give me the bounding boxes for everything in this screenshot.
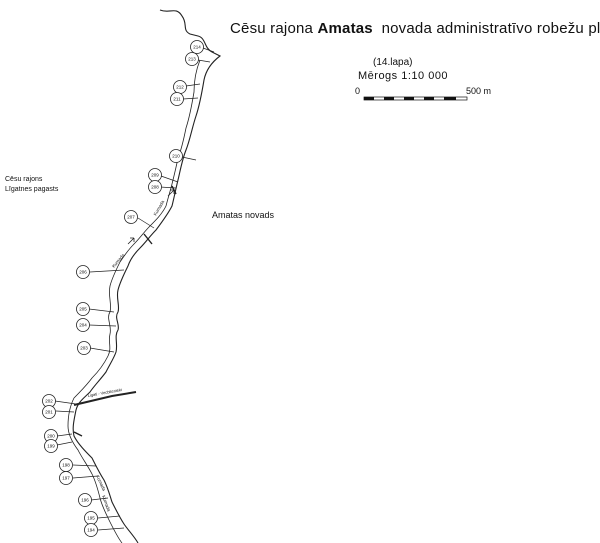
river-label: Kumada [95,474,107,492]
scale-label: Mērogs 1:10 000 [358,70,449,82]
boundary-river-bank [67,59,201,543]
point-marker-circle [124,210,138,224]
point-marker-circle [148,180,162,194]
title-suffix: novada administratīvo robežu plāns [372,20,600,37]
point-marker-circle [84,523,98,537]
sheet-number: (14.lapa) [373,57,413,68]
point-marker-194: 194 [84,523,98,537]
left-region-line1: Cēsu rajons [5,176,43,183]
point-marker-label: 194 [87,528,95,533]
point-marker-212: 212 [173,80,187,94]
point-marker-label: 196 [81,498,89,503]
point-marker-label: 208 [151,185,159,190]
point-marker-label: 203 [80,346,88,351]
point-marker-label: 206 [79,270,87,275]
point-marker-204: 204 [76,318,90,332]
point-marker-201: 201 [42,405,56,419]
point-marker-label: 213 [188,57,196,62]
point-marker-205: 205 [76,302,90,316]
point-marker-label: 198 [62,463,70,468]
crossing-mark [73,431,83,437]
point-marker-214: 214 [190,40,204,54]
point-marker-circle [42,405,56,419]
point-marker-circle [76,265,90,279]
right-region-label: Amatas novads [212,210,275,220]
point-marker-circle [76,318,90,332]
point-marker-211: 211 [170,92,184,106]
point-marker-circle [169,149,183,163]
leader-lines [54,47,215,531]
point-marker-label: 199 [47,444,55,449]
point-marker-label: 207 [127,215,135,220]
point-marker-label: 205 [79,307,87,312]
scale-zero-label: 0 [355,86,361,96]
point-marker-206: 206 [76,265,90,279]
left-region-line2: Līgatnes pagasts [5,186,59,193]
point-marker-label: 204 [79,323,87,328]
scale-bar [363,96,468,101]
point-marker-213: 213 [185,52,199,66]
road-label: Ligati - Vecbitenieki [87,387,122,398]
point-marker-203: 203 [77,341,91,355]
point-marker-199: 199 [44,439,58,453]
title-prefix: Cēsu rajona [230,20,318,37]
point-marker-circle [59,471,73,485]
river-label: Kumada [111,252,126,268]
point-marker-label: 211 [173,97,181,102]
title-bold: Amatas [317,20,373,37]
river-label: Kumada [101,495,112,513]
point-marker-196: 196 [78,493,92,507]
point-marker-label: 200 [47,434,55,439]
point-marker-circle [170,92,184,106]
left-region-label: Cēsu rajons Līgatnes pagasts [5,175,58,195]
point-marker-209: 209 [148,168,162,182]
point-marker-label: 209 [151,173,159,178]
point-marker-207: 207 [124,210,138,224]
point-marker-label: 214 [193,45,201,50]
river-label: Kumada [153,199,166,216]
point-marker-circle [185,52,199,66]
point-marker-circle [44,439,58,453]
point-marker-195: 195 [84,511,98,525]
point-marker-198: 198 [59,458,73,472]
point-marker-circle [190,40,204,54]
point-marker-label: 202 [45,399,53,404]
point-marker-197: 197 [59,471,73,485]
point-marker-208: 208 [148,180,162,194]
flow-arrows [127,189,175,245]
point-marker-210: 210 [169,149,183,163]
point-marker-label: 210 [172,154,180,159]
road-line [73,391,137,406]
scale-end-label: 500 m [466,86,492,96]
point-marker-circle [77,341,91,355]
point-marker-circle [78,493,92,507]
point-marker-label: 195 [87,516,95,521]
map-title: Cēsu rajona Amatas novada administratīvo… [230,20,600,37]
crossing-mark [143,233,153,245]
point-marker-label: 201 [45,410,53,415]
point-markers: 214 213 212 211 210 209 208 207 206 205 204 203 202 2… [42,40,204,537]
point-marker-label: 212 [176,85,184,90]
point-marker-circle [76,302,90,316]
point-marker-label: 197 [62,476,70,481]
boundary-river-main [72,9,222,543]
